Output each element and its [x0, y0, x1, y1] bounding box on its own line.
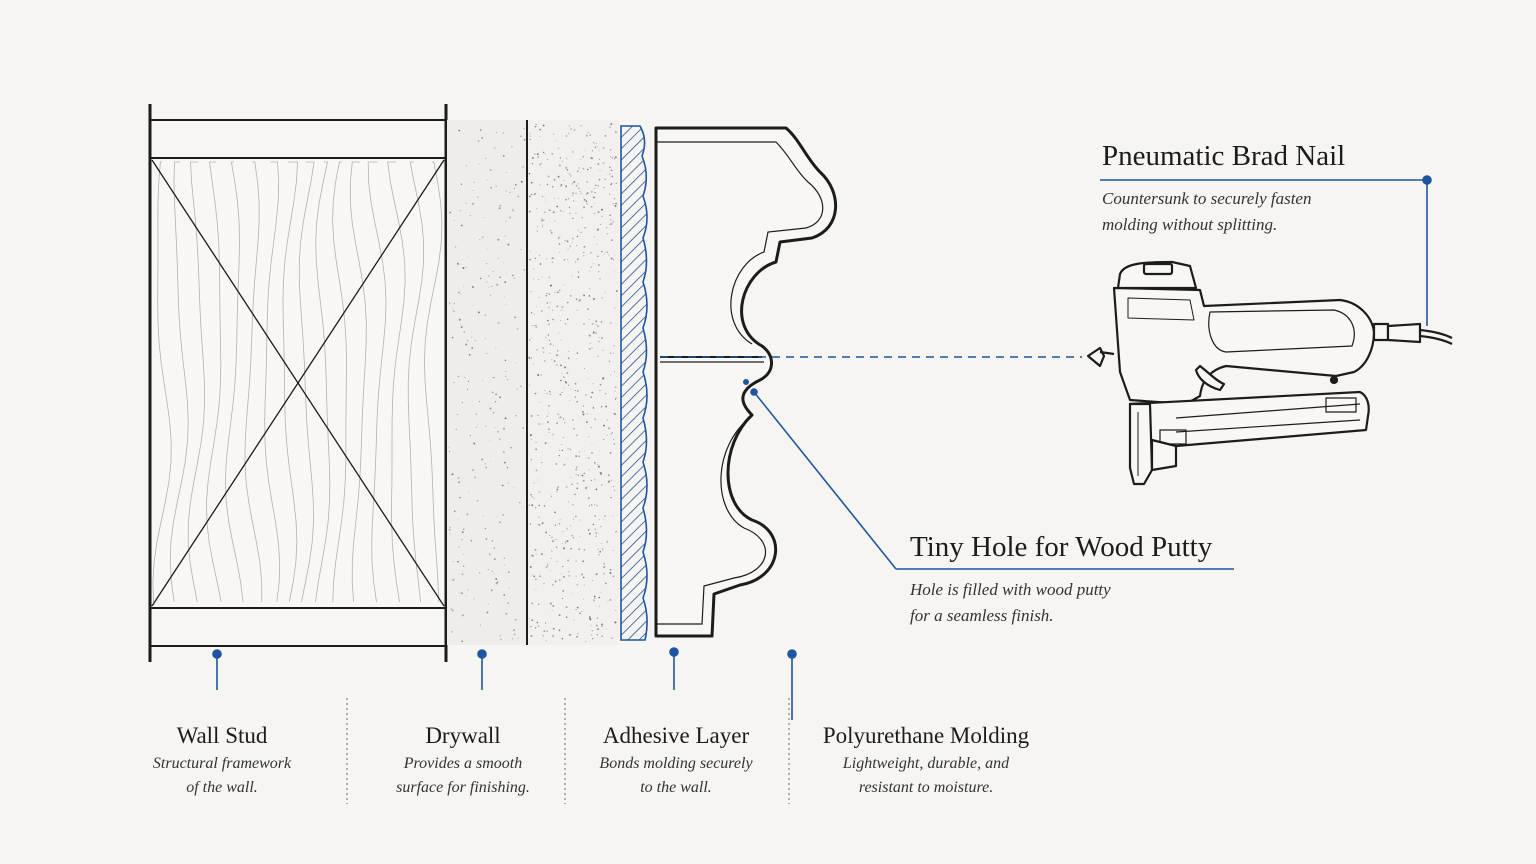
brad-nail-title: Pneumatic Brad Nail	[1102, 140, 1346, 172]
wall-stud-desc-line1: Structural framework	[152, 755, 292, 772]
drywall-desc-line2: surface for finishing.	[396, 779, 530, 796]
adhesive-layer	[620, 125, 648, 641]
adhesive-layer-title: Adhesive Layer	[602, 723, 750, 748]
polyurethane-molding	[654, 126, 837, 638]
label-adhesive-layer: Adhesive Layer Bonds molding securely to…	[566, 722, 786, 800]
wall-stud	[148, 104, 448, 662]
polyurethane-molding-title: Polyurethane Molding	[822, 723, 1030, 748]
layer-connectors	[212, 647, 797, 720]
callout-brad-nail: Pneumatic Brad Nail Countersunk to secur…	[1102, 138, 1462, 238]
label-drywall: Drywall Provides a smooth surface for fi…	[352, 722, 574, 800]
brad-nail-desc-line1: Countersunk to securely fasten	[1102, 189, 1312, 208]
putty-hole-desc-line1: Hole is filled with wood putty	[910, 580, 1111, 599]
wall-stud-desc-line2: of the wall.	[186, 779, 258, 796]
wall-stud-title: Wall Stud	[176, 723, 268, 748]
drywall-desc-line1: Provides a smooth	[403, 755, 523, 772]
putty-hole-title: Tiny Hole for Wood Putty	[910, 531, 1213, 563]
brad-nail-leader	[1100, 175, 1432, 326]
callout-putty-hole: Tiny Hole for Wood Putty Hole is filled …	[910, 529, 1270, 629]
adhesive-layer-desc-line2: to the wall.	[640, 779, 712, 796]
label-polyurethane-molding: Polyurethane Molding Lightweight, durabl…	[792, 722, 1060, 800]
brad-nail-desc-line2: molding without splitting.	[1102, 215, 1278, 234]
polyurethane-molding-desc-line1: Lightweight, durable, and	[842, 755, 1010, 772]
drywall-title: Drywall	[425, 723, 501, 748]
adhesive-layer-desc-line1: Bonds molding securely	[599, 755, 753, 772]
label-wall-stud: Wall Stud Structural framework of the wa…	[112, 722, 332, 800]
drywall-speckle-texture	[448, 123, 618, 643]
drywall	[447, 120, 619, 645]
polyurethane-molding-desc-line2: resistant to moisture.	[858, 779, 994, 796]
putty-hole-desc-line2: for a seamless finish.	[910, 606, 1054, 625]
putty-hole-leader	[750, 388, 1234, 570]
wood-grain-texture	[152, 161, 443, 603]
nail-gun-icon	[1086, 260, 1453, 486]
